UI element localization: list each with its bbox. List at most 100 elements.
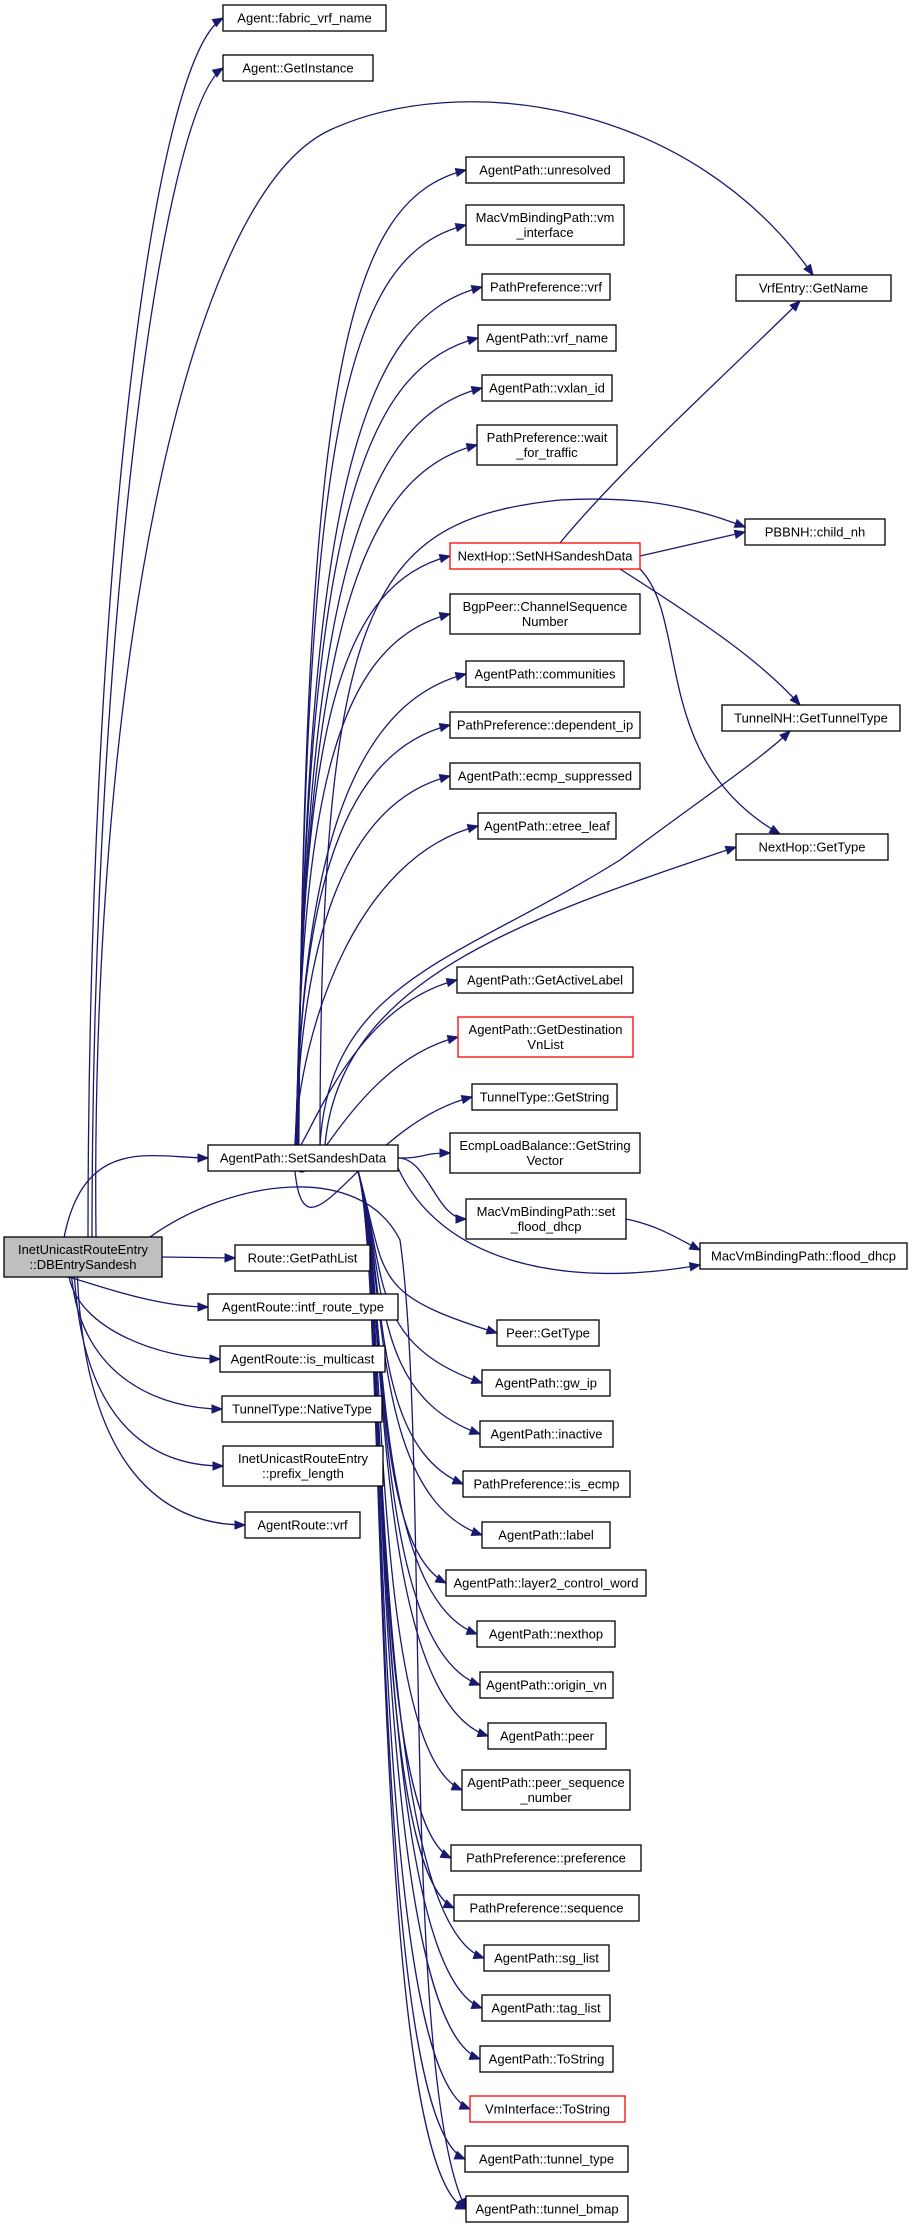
edge-set_sandesh_data-to-flood_dhcp	[397, 1167, 702, 1274]
node-get-instance[interactable]: Agent::GetInstance	[222, 54, 374, 82]
node-sequence[interactable]: PathPreference::sequence	[453, 1894, 640, 1922]
node-tt-get-string[interactable]: TunnelType::GetString	[471, 1083, 618, 1111]
node-get-path-list[interactable]: Route::GetPathList	[234, 1244, 371, 1272]
node-label: PathPreference::vrf	[490, 280, 602, 295]
node-vrf-name[interactable]: AgentPath::vrf_name	[477, 324, 617, 352]
node-box	[481, 374, 613, 402]
node-label: AgentPath::unresolved	[479, 163, 611, 178]
node-nexthop[interactable]: AgentPath::nexthop	[476, 1620, 616, 1648]
node-ecmp-suppressed[interactable]: AgentPath::ecmp_suppressed	[449, 762, 641, 790]
node-is-ecmp[interactable]: PathPreference::is_ecmp	[462, 1470, 631, 1498]
edge-set_sandesh_data-to-dependent_ip	[294, 722, 452, 1146]
node-box	[465, 204, 625, 246]
node-set-sandesh-data[interactable]: AgentPath::SetSandeshData	[207, 1144, 399, 1172]
edge-set_sandesh_data-to-pbb_child_nh	[319, 498, 747, 1146]
arrowhead-icon	[458, 2100, 472, 2110]
arrowhead-icon	[460, 1094, 474, 1105]
node-flood-dhcp[interactable]: MacVmBindingPath::flood_dhcp	[699, 1242, 908, 1270]
edge-set_nh_sandesh-to-vrf_get_name	[559, 300, 801, 544]
edge-set_sandesh_data-to-communities	[295, 671, 468, 1146]
node-l2-control-word[interactable]: AgentPath::layer2_control_word	[445, 1569, 647, 1597]
node-is-multicast[interactable]: AgentRoute::is_multicast	[219, 1345, 386, 1373]
node-fabric-vrf-name[interactable]: Agent::fabric_vrf_name	[222, 4, 387, 32]
node-wait-for-traffic[interactable]: PathPreference::wait_for_traffic	[476, 424, 618, 466]
node-origin-vn[interactable]: AgentPath::origin_vn	[479, 1671, 614, 1699]
arrowhead-icon	[688, 1241, 702, 1251]
node-inactive[interactable]: AgentPath::inactive	[479, 1420, 614, 1448]
node-sg-list[interactable]: AgentPath::sg_list	[483, 1944, 610, 1972]
node-root[interactable]: InetUnicastRouteEntry::DBEntrySandesh	[3, 1236, 163, 1278]
node-tunnel-type[interactable]: AgentPath::tunnel_type	[464, 2145, 629, 2173]
node-peer-get-type[interactable]: Peer::GetType	[496, 1319, 600, 1347]
node-box	[207, 1293, 399, 1321]
node-box	[735, 833, 889, 861]
node-label: AgentPath::peer_sequence	[467, 1775, 625, 1790]
node-tag-list[interactable]: AgentPath::tag_list	[481, 1994, 611, 2022]
node-label: EcmpLoadBalance::GetString	[459, 1138, 630, 1153]
node-intf-route-type[interactable]: AgentRoute::intf_route_type	[207, 1293, 399, 1321]
edge-line	[76, 1276, 246, 1526]
node-communities[interactable]: AgentPath::communities	[465, 660, 625, 688]
edge-root-to-tunnel_bmap	[149, 1186, 467, 2211]
node-vmi-to-string[interactable]: VmInterface::ToString	[469, 2095, 626, 2123]
node-peer[interactable]: AgentPath::peer	[487, 1722, 607, 1750]
node-vrf-get-name[interactable]: VrfEntry::GetName	[735, 274, 892, 302]
node-native-type[interactable]: TunnelType::NativeType	[221, 1395, 383, 1423]
node-label[interactable]: AgentPath::label	[481, 1521, 611, 1549]
node-route-vrf[interactable]: AgentRoute::vrf	[244, 1511, 361, 1539]
node-prefix-length[interactable]: InetUnicastRouteEntry::prefix_length	[222, 1445, 384, 1487]
edge-line	[297, 224, 467, 1146]
node-label: AgentPath::layer2_control_word	[453, 1576, 638, 1591]
node-vm-interface[interactable]: MacVmBindingPath::vm_interface	[465, 204, 625, 246]
node-label: AgentPath::label	[498, 1528, 594, 1543]
node-box	[461, 1769, 631, 1811]
node-tunnel-bmap[interactable]: AgentPath::tunnel_bmap	[465, 2195, 629, 2223]
node-box	[450, 1844, 642, 1872]
edge-line	[294, 825, 479, 1146]
arrowhead-icon	[438, 611, 452, 622]
edge-set_sandesh_data-to-get_active_label	[293, 977, 459, 1151]
arrowhead-icon	[197, 1302, 210, 1312]
edge-layer	[58, 17, 814, 2211]
node-ap-to-string[interactable]: AgentPath::ToString	[479, 2045, 614, 2073]
arrowhead-icon	[211, 17, 225, 28]
node-gw-ip[interactable]: AgentPath::gw_ip	[481, 1369, 611, 1397]
node-get-active-label[interactable]: AgentPath::GetActiveLabel	[456, 966, 634, 994]
node-set-flood-dhcp[interactable]: MacVmBindingPath::set_flood_dhcp	[465, 1198, 627, 1240]
node-set-nh-sandesh[interactable]: NextHop::SetNHSandeshData	[449, 542, 641, 570]
node-label: VnList	[527, 1037, 564, 1052]
edge-root-to-get_instance	[91, 67, 225, 1238]
node-label: BgpPeer::ChannelSequence	[463, 599, 628, 614]
edge-set_flood_dhcp-to-flood_dhcp	[625, 1218, 702, 1251]
node-pp-vrf[interactable]: PathPreference::vrf	[481, 273, 611, 301]
node-nh-get-type[interactable]: NextHop::GetType	[735, 833, 889, 861]
node-dependent-ip[interactable]: PathPreference::dependent_ip	[449, 711, 641, 739]
edge-set_sandesh_data-to-set_flood_dhcp	[397, 1157, 468, 1224]
node-box	[481, 273, 611, 301]
node-box	[479, 2045, 614, 2073]
arrowhead-icon	[438, 773, 452, 784]
arrowhead-icon	[803, 263, 814, 277]
node-peer-seq-num[interactable]: AgentPath::peer_sequence_number	[461, 1769, 631, 1811]
node-etree-leaf[interactable]: AgentPath::etree_leaf	[477, 812, 617, 840]
arrowhead-icon	[211, 67, 225, 78]
node-preference[interactable]: PathPreference::preference	[450, 1844, 642, 1872]
node-label: AgentPath::origin_vn	[486, 1678, 607, 1693]
arrowhead-icon	[439, 1148, 452, 1158]
node-pbb-child-nh[interactable]: PBBNH::child_nh	[744, 518, 886, 546]
node-label: AgentPath::GetActiveLabel	[467, 973, 623, 988]
node-unresolved[interactable]: AgentPath::unresolved	[465, 156, 625, 184]
edge-line	[324, 846, 737, 1146]
edge-line	[319, 498, 746, 1146]
node-label: PBBNH::child_nh	[765, 525, 865, 540]
node-label: TunnelNH::GetTunnelType	[734, 711, 888, 726]
node-get-tunnel-type[interactable]: TunnelNH::GetTunnelType	[721, 704, 901, 732]
edge-set_sandesh_data-to-nh_get_type	[324, 845, 738, 1146]
arrowhead-icon	[768, 824, 782, 835]
node-vxlan-id[interactable]: AgentPath::vxlan_id	[481, 374, 613, 402]
node-label: InetUnicastRouteEntry	[238, 1451, 369, 1466]
